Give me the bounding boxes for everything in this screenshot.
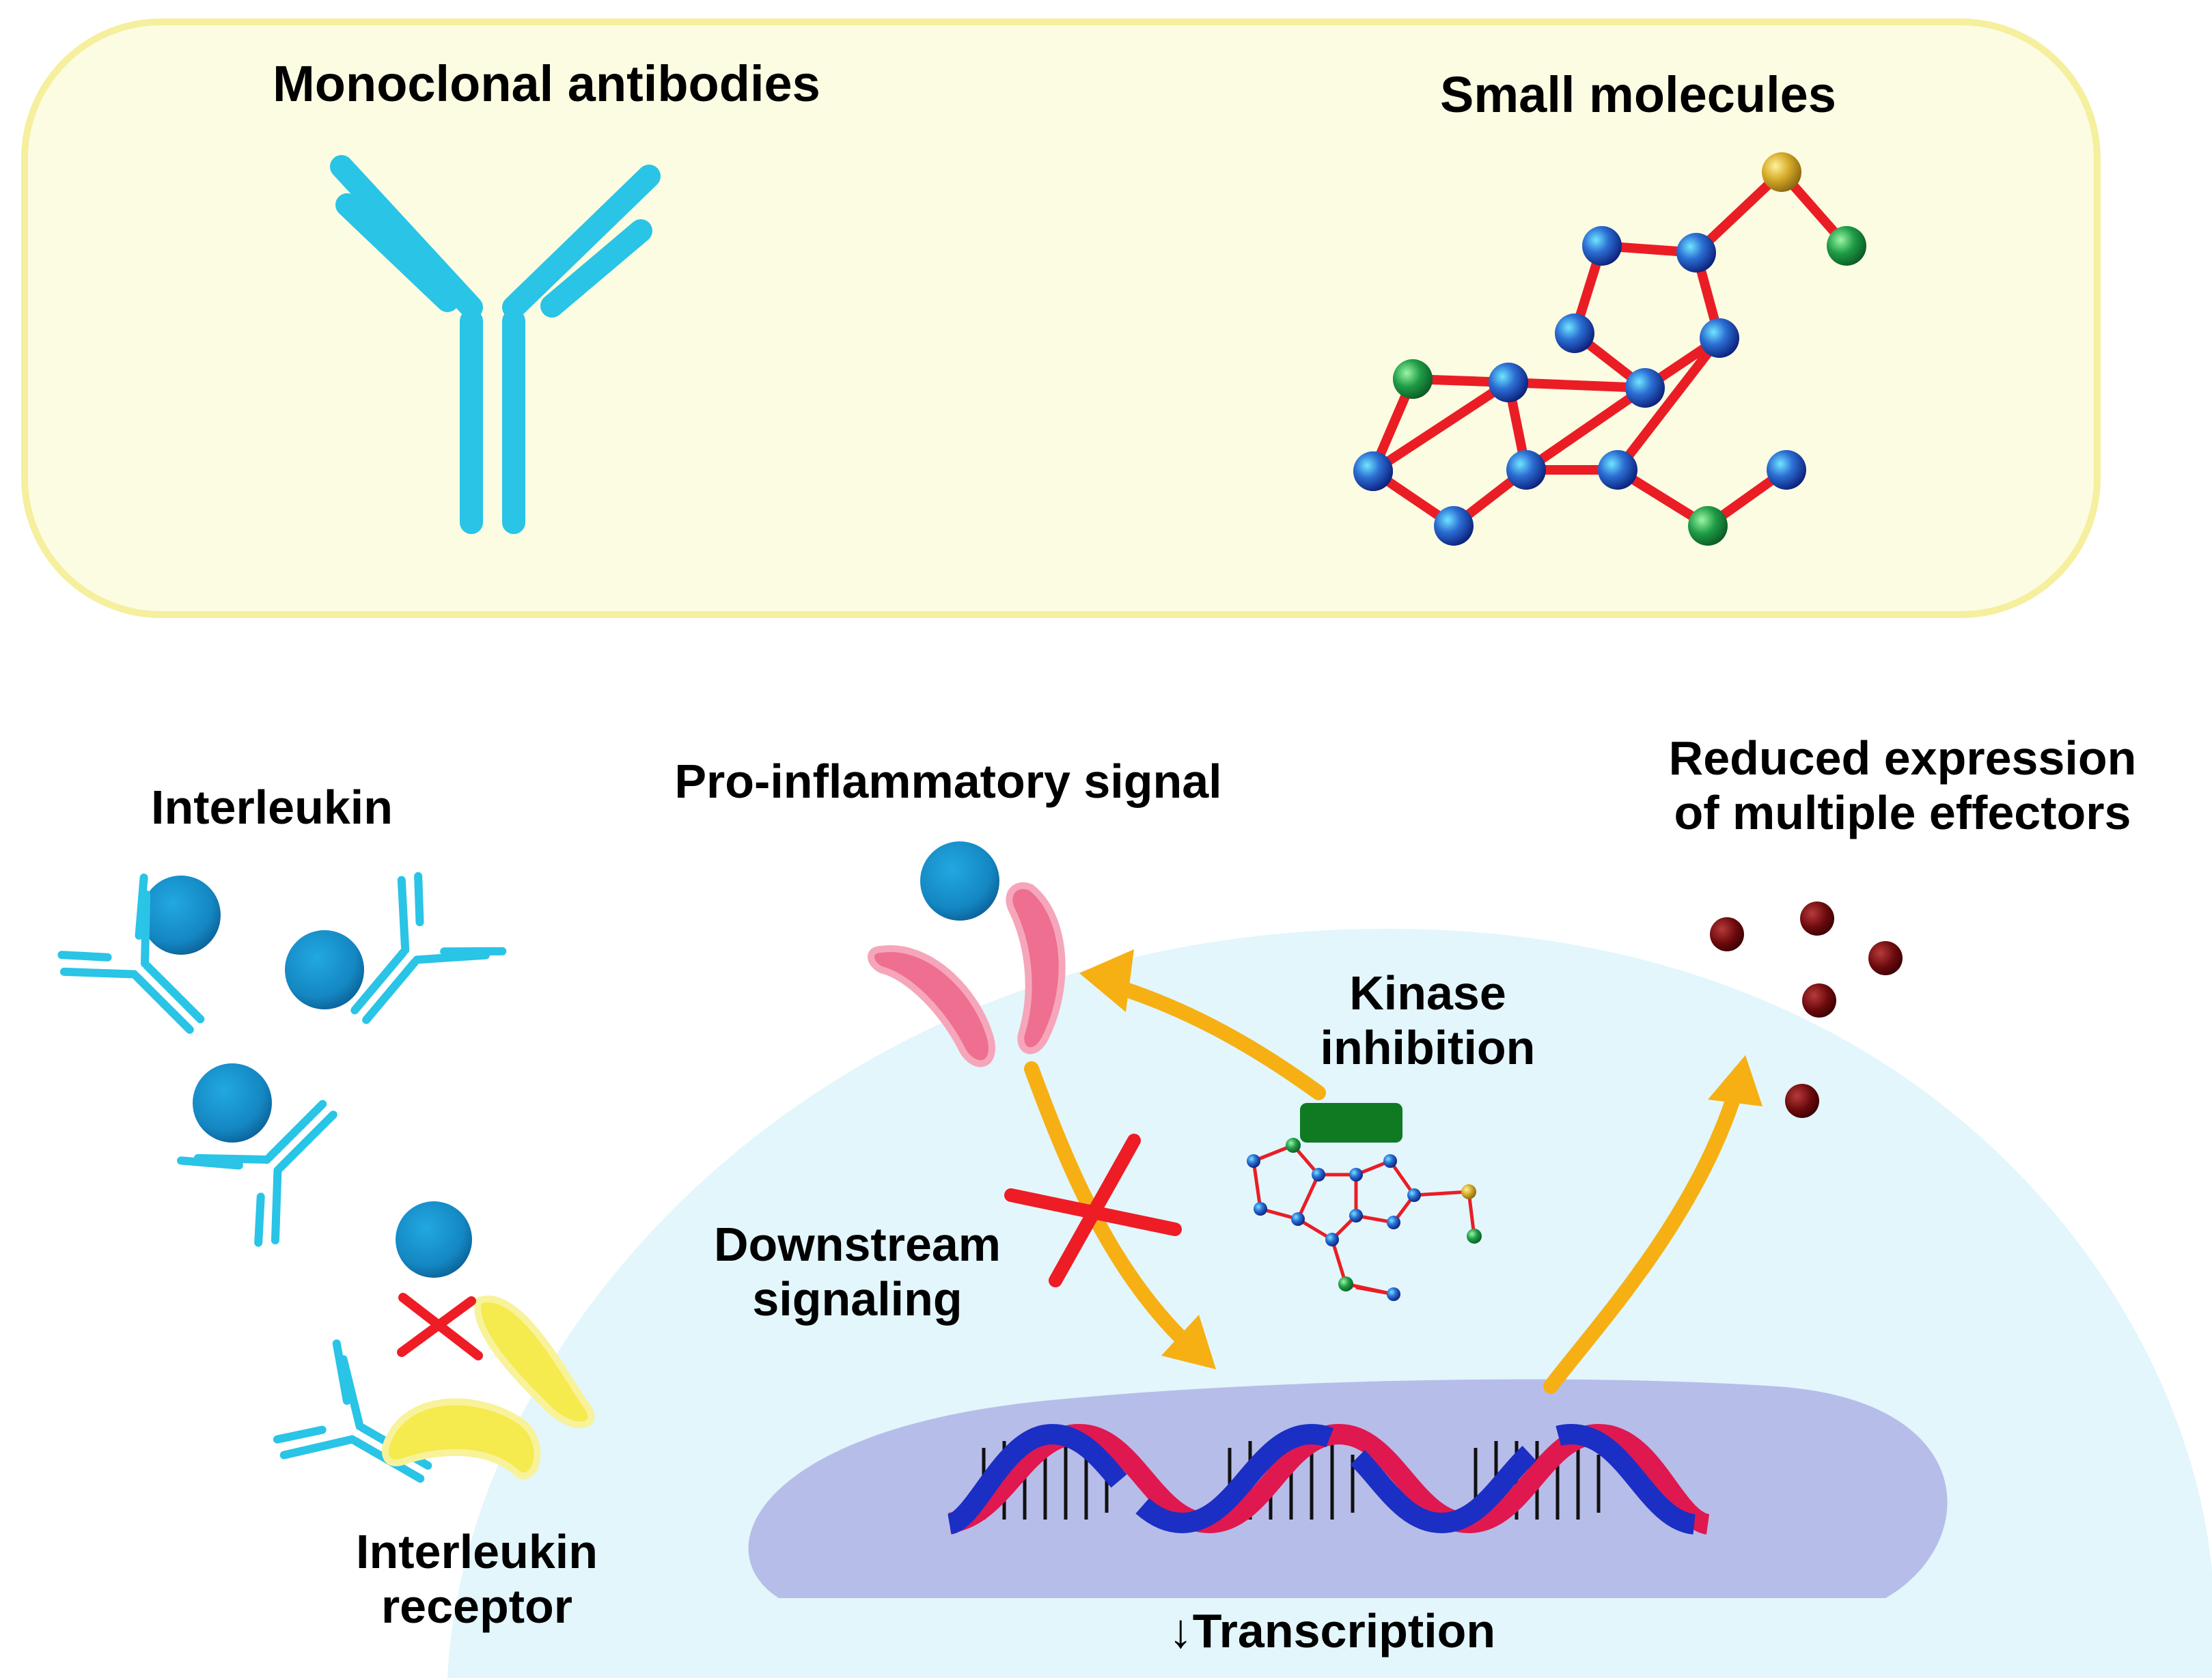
- reduced-expression-label-1: Reduced expression: [1669, 731, 2137, 785]
- dna-helix-icon: [946, 1423, 1711, 1535]
- effector-dots: [1710, 901, 1903, 1118]
- interleukin-molecule: [396, 1201, 472, 1278]
- pink-receptor-icon: [868, 882, 1066, 1067]
- arrow-transcription-to-effectors: [1543, 1055, 1762, 1394]
- interleukin-molecule: [141, 876, 221, 955]
- interleukin-receptor-label-1: Interleukin: [356, 1525, 598, 1578]
- interleukin-receptor-icon: [382, 1296, 595, 1479]
- kinase-icon: [1300, 1103, 1402, 1143]
- effector-dot-icon: [1868, 941, 1903, 975]
- effector-dot-icon: [1710, 917, 1744, 951]
- arrow-kinase-to-receptor: [1079, 949, 1326, 1100]
- pro-inflammatory-signal-label: Pro-inflammatory signal: [674, 755, 1221, 808]
- kinase-inhibition-label-1: Kinase: [1349, 966, 1506, 1020]
- kinase-inhibition-label-2: inhibition: [1321, 1021, 1536, 1074]
- block-x-icon: [397, 1293, 483, 1360]
- downstream-signaling-label-1: Downstream: [714, 1218, 1001, 1271]
- interleukin-label: Interleukin: [151, 781, 393, 834]
- small-molecule-icon: [1247, 1138, 1482, 1301]
- effector-dot-icon: [1802, 983, 1836, 1018]
- signal-molecule: [920, 841, 999, 921]
- transcription-label: ↓Transcription: [1169, 1604, 1495, 1658]
- reduced-expression-label-2: of multiple effectors: [1674, 786, 2131, 839]
- small-molecules-label: Small molecules: [1440, 66, 1836, 123]
- interleukin-molecule: [285, 930, 364, 1009]
- interleukin-receptor-label-2: receptor: [381, 1580, 572, 1633]
- effector-dot-icon: [1785, 1084, 1819, 1118]
- small-molecule-icon: [1353, 152, 1866, 546]
- block-x-icon: [1004, 1134, 1182, 1287]
- antibody-icon: [330, 155, 661, 534]
- monoclonal-antibodies-label: Monoclonal antibodies: [273, 55, 820, 112]
- interleukin-molecule: [193, 1063, 272, 1143]
- interleukin-group: [141, 876, 472, 1278]
- downstream-signaling-label-2: signaling: [752, 1272, 962, 1326]
- effector-dot-icon: [1800, 901, 1834, 936]
